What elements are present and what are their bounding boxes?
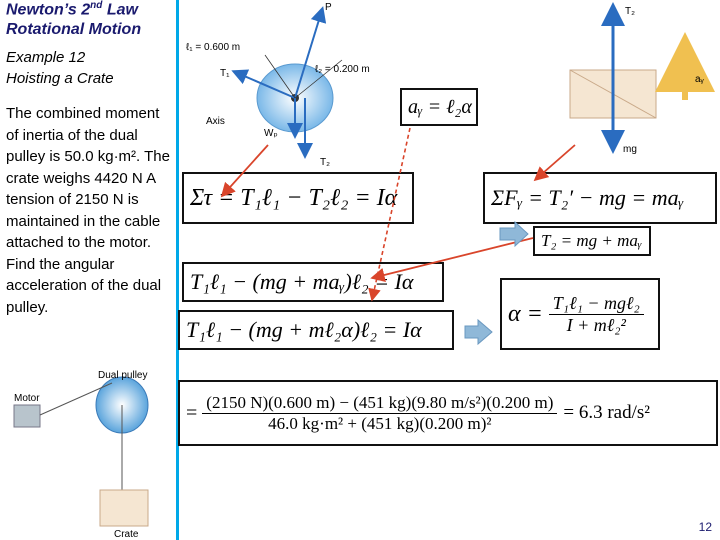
motor-body bbox=[13, 404, 41, 428]
label-axis: Axis bbox=[206, 116, 225, 127]
eq-substitution-1: T₁ℓ₁ − (mg + maᵧ)ℓ₂ = Iα bbox=[182, 262, 444, 302]
page-number: 12 bbox=[698, 520, 712, 534]
slide-subtitle: Example 12 Hoisting a Crate bbox=[6, 49, 114, 87]
lever-arm-l2 bbox=[294, 59, 343, 99]
label-p: P bbox=[325, 2, 332, 13]
alpha-denominator: I + mℓ₂² bbox=[566, 314, 626, 335]
eq-alpha-solution: α = T₁ℓ₁ − mgℓ₂ I + mℓ₂² bbox=[500, 278, 660, 350]
label-t2-crate: T₂ bbox=[625, 6, 635, 17]
problem-statement: The combined moment of inertia of the du… bbox=[6, 105, 170, 316]
crate-diagram: T₂ aᵧ mg bbox=[569, 2, 715, 155]
pulley-diagram: P ℓ₁ = 0.600 m ℓ₂ = 0.200 m T₁ Axis Wₚ T… bbox=[186, 2, 370, 168]
bottom-crate-box bbox=[99, 489, 149, 527]
hoist-diagram: Motor Dual pulley Crate bbox=[13, 370, 149, 540]
eq-force-sum: ΣFᵧ = T₂′ − mg = maᵧ bbox=[483, 172, 717, 224]
final-denominator: 46.0 kg·m² + (451 kg)(0.200 m)² bbox=[268, 413, 492, 433]
label-l2: ℓ₂ = 0.200 m bbox=[315, 64, 370, 75]
force-t1-arrow bbox=[231, 69, 296, 99]
label-mg: mg bbox=[623, 144, 637, 155]
eq-final-numeric: = (2150 N)(0.600 m) − (451 kg)(9.80 m/s²… bbox=[178, 380, 718, 446]
label-t2: T₂ bbox=[320, 157, 330, 168]
eq-substitution-2: T₁ℓ₁ − (mg + mℓ₂α)ℓ₂ = Iα bbox=[178, 310, 454, 350]
final-result: = 6.3 rad/s² bbox=[563, 402, 650, 423]
motor-cable bbox=[39, 382, 113, 416]
label-t1: T₁ bbox=[220, 68, 230, 79]
slide-title: Newton’s 2nd Law Rotational Motion bbox=[6, 0, 142, 39]
vertical-divider bbox=[176, 0, 179, 540]
label-dual-pulley: Dual pulley bbox=[98, 370, 147, 381]
eq-torque-sum: Στ = T₁ℓ₁ − T₂ℓ₂ = Iα bbox=[182, 172, 414, 224]
label-wp: Wₚ bbox=[264, 128, 278, 139]
lever-arm-l1 bbox=[264, 54, 296, 99]
block-arrow-to-alpha bbox=[464, 318, 493, 346]
alpha-numerator: T₁ℓ₁ − mgℓ₂ bbox=[548, 293, 644, 315]
eq-ay-relation: aᵧ = ℓ₂α bbox=[400, 88, 478, 126]
label-l1: ℓ₁ = 0.600 m bbox=[186, 42, 240, 53]
final-numerator: (2150 N)(0.600 m) − (451 kg)(9.80 m/s²)(… bbox=[202, 393, 558, 414]
force-p-arrow bbox=[294, 6, 327, 99]
block-arrow-to-t2 bbox=[499, 220, 529, 248]
label-ay: aᵧ bbox=[695, 74, 705, 85]
eq-t2-expression: T₂ = mg + maᵧ bbox=[533, 226, 651, 256]
label-motor: Motor bbox=[14, 393, 40, 404]
label-crate: Crate bbox=[114, 529, 139, 540]
